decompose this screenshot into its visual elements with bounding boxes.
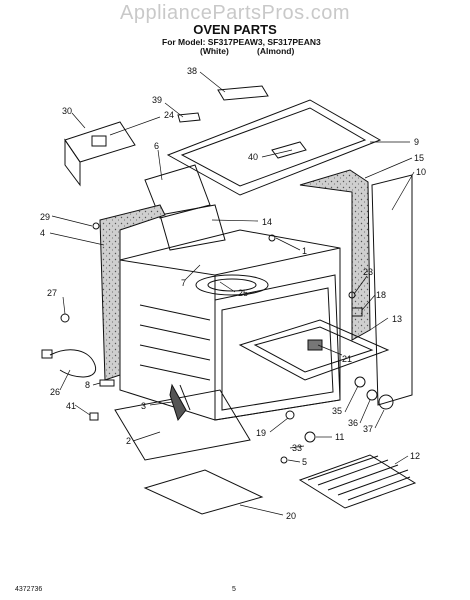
callout-14: 14 [262,217,272,227]
callout-5: 5 [302,457,307,467]
part-20-drawer-panel [143,469,264,515]
part-18-clip [351,307,363,317]
part-6-panel [144,164,211,219]
callout-19: 19 [256,428,266,438]
callout-35: 35 [332,406,342,416]
callout-15: 15 [414,153,424,163]
diagram-title: OVEN PARTS [193,22,277,37]
callout-1: 1 [302,246,307,256]
callout-40: 40 [248,152,258,162]
footer-page-number: 5 [232,586,236,593]
part-37-knob [378,394,394,410]
callout-20: 20 [286,511,296,521]
part-1-screw [268,234,276,242]
callout-25: 25 [238,288,248,298]
oven-door-frame [214,274,341,421]
model-label: For Model: SF317PEAW3, SF317PEAN3 [162,37,321,47]
part-10-side-panel [371,174,413,406]
callout-29: 29 [40,212,50,222]
color-almond: (Almond) [257,46,295,56]
callout-41: 41 [66,401,76,411]
part-36-knob [366,389,378,401]
part-38-bracket [217,85,269,101]
part-19-fastener [285,410,295,420]
callout-37: 37 [363,424,373,434]
callout-12: 12 [410,451,420,461]
part-15-insulation [299,169,371,341]
callout-38: 38 [187,66,197,76]
callout-4: 4 [40,228,45,238]
part-8-bracket [99,379,115,387]
part-12-oven-rack [298,454,417,509]
part-35-knob [354,376,366,388]
color-white: (White) [200,46,229,56]
callout-8: 8 [85,380,90,390]
callout-11: 11 [335,432,344,442]
part-30-bracket [64,121,136,187]
part-40-bracket [271,141,307,159]
callout-6: 6 [154,141,159,151]
callout-36: 36 [348,418,358,428]
callout-13: 13 [392,314,402,324]
callout-9: 9 [414,137,419,147]
part-4-insulation [99,204,166,381]
callout-39: 39 [152,95,162,105]
part-14-panel [159,204,226,251]
part-11-valve [304,431,316,443]
part-23-screw [348,291,356,299]
callout-18: 18 [376,290,386,300]
callout-labels: 38 39 24 30 40 9 15 6 10 29 14 4 1 7 25 … [40,66,426,521]
part-27-fastener [60,313,70,323]
footer-part-code: 4372736 [15,586,43,593]
leader-lines [49,71,415,516]
part-39-bracket [177,112,201,123]
callout-24: 24 [164,110,174,120]
callout-10: 10 [416,167,426,177]
callout-2: 2 [126,436,131,446]
part-9-top-frame [166,99,382,196]
part-26-power-cord [41,349,97,378]
callout-23: 23 [363,267,373,277]
part-29-screw [92,222,100,230]
part-21-broiler-pan [238,319,390,381]
part-2-drawer-base [114,389,251,461]
callout-26: 26 [50,387,60,397]
part-41-clip [89,412,99,421]
callout-3: 3 [141,401,146,411]
callout-7: 7 [181,278,186,288]
callout-30: 30 [62,106,72,116]
callout-27: 27 [47,288,57,298]
oven-body [119,229,341,421]
part-3-igniter [169,383,191,422]
callout-33: 33 [292,443,302,453]
watermark: AppliancePartsPros.com [120,2,350,24]
part-5-screw [280,456,288,464]
callout-21: 21 [342,354,352,364]
